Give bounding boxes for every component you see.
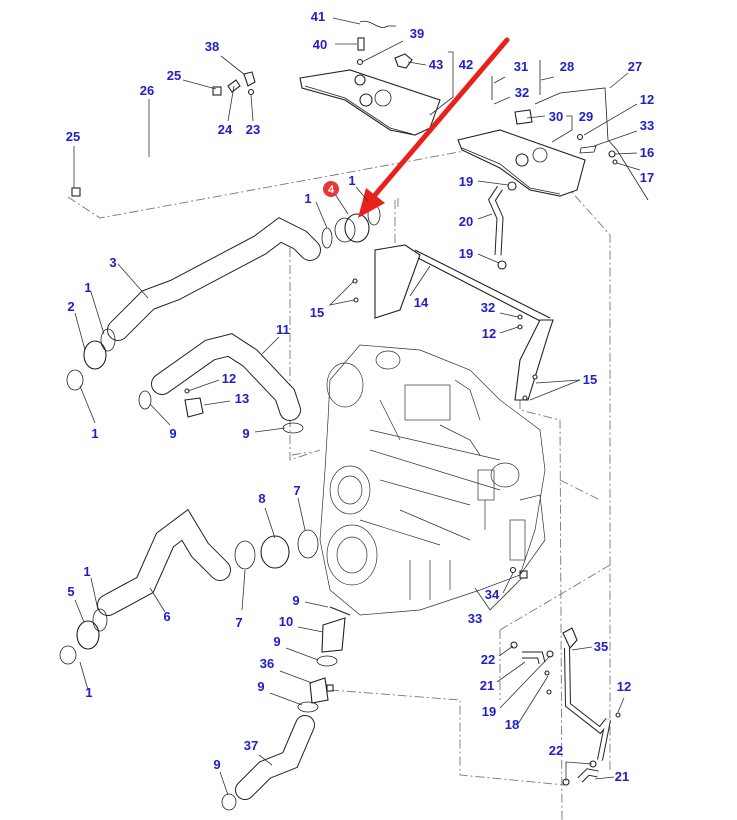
highlight-arrow [358,37,510,218]
callout-9[interactable]: 9 [273,634,280,649]
expansion-tank-42[interactable] [299,20,441,136]
callout-22[interactable]: 22 [481,652,495,667]
callout-26[interactable]: 26 [140,83,154,98]
callout-31[interactable]: 31 [514,59,528,74]
callout-12[interactable]: 12 [482,326,496,341]
callout-17[interactable]: 17 [640,170,654,185]
engine-assembly [319,344,546,616]
highlight-badge-4[interactable]: 4 [323,181,339,197]
callout-39[interactable]: 39 [410,26,424,41]
callout-3[interactable]: 3 [109,255,116,270]
callout-9[interactable]: 9 [257,679,264,694]
callout-1[interactable]: 1 [84,280,91,295]
callout-1[interactable]: 1 [85,685,92,700]
callout-27[interactable]: 27 [628,59,642,74]
callout-40[interactable]: 40 [313,37,327,52]
callout-21[interactable]: 21 [480,678,494,693]
callout-11[interactable]: 11 [276,322,290,337]
callout-labels: 41 40 39 43 42 38 25 26 24 23 25 31 28 2… [66,9,654,784]
overflow-hose-26[interactable] [71,71,256,197]
callout-30[interactable]: 30 [549,109,563,124]
callout-20[interactable]: 20 [459,214,473,229]
callout-19[interactable]: 19 [459,174,473,189]
callout-32[interactable]: 32 [481,300,495,315]
callout-21[interactable]: 21 [615,769,629,784]
callout-42[interactable]: 42 [459,57,473,72]
callout-38[interactable]: 38 [205,39,219,54]
callout-1[interactable]: 1 [304,191,311,206]
callout-37[interactable]: 37 [244,738,258,753]
callout-28[interactable]: 28 [560,59,574,74]
callout-25[interactable]: 25 [167,68,181,83]
callout-32[interactable]: 32 [515,85,529,100]
intake-hose-3[interactable] [66,217,321,391]
callout-25[interactable]: 25 [66,129,80,144]
assembly-guide-lines [67,144,611,820]
callout-8[interactable]: 8 [258,491,265,506]
callout-1[interactable]: 1 [348,173,355,188]
callout-18[interactable]: 18 [505,717,519,732]
hose-20[interactable] [488,181,517,270]
callout-19[interactable]: 19 [482,704,496,719]
callout-29[interactable]: 29 [579,109,593,124]
callout-15[interactable]: 15 [310,305,324,320]
callout-10[interactable]: 10 [279,614,293,629]
callout-9[interactable]: 9 [242,426,249,441]
coolant-pipe-35[interactable] [509,566,621,786]
callout-34[interactable]: 34 [485,587,500,602]
leader-lines [73,17,641,796]
hose-4[interactable] [321,204,381,249]
callout-41[interactable]: 41 [311,9,325,24]
callout-23[interactable]: 23 [246,122,260,137]
callout-2[interactable]: 2 [67,299,74,314]
callout-33[interactable]: 33 [640,118,654,133]
callout-24[interactable]: 24 [218,122,233,137]
callout-33[interactable]: 33 [468,611,482,626]
callout-6[interactable]: 6 [163,609,170,624]
intake-hose-11[interactable] [138,333,304,434]
intake-hose-6[interactable] [59,508,319,665]
callout-35[interactable]: 35 [594,639,608,654]
callout-9[interactable]: 9 [169,426,176,441]
callout-16[interactable]: 16 [640,145,654,160]
callout-1[interactable]: 1 [83,564,90,579]
expansion-tank-29[interactable] [457,60,649,201]
callout-22[interactable]: 22 [549,743,563,758]
callout-13[interactable]: 13 [235,391,249,406]
callout-9[interactable]: 9 [292,593,299,608]
callout-7[interactable]: 7 [235,615,242,630]
callout-15[interactable]: 15 [583,372,597,387]
callout-19[interactable]: 19 [459,246,473,261]
callout-1[interactable]: 1 [91,426,98,441]
callout-12[interactable]: 12 [640,92,654,107]
callout-9[interactable]: 9 [213,757,220,772]
bracket-14[interactable] [352,244,554,401]
callout-14[interactable]: 14 [414,295,429,310]
callout-7[interactable]: 7 [293,483,300,498]
callout-43[interactable]: 43 [429,57,443,72]
highlight-badge-label: 4 [328,184,335,196]
callout-12[interactable]: 12 [617,679,631,694]
callout-12[interactable]: 12 [222,371,236,386]
callout-36[interactable]: 36 [260,656,274,671]
intake-pipe-10-36-37[interactable] [221,606,351,811]
callout-5[interactable]: 5 [67,584,74,599]
